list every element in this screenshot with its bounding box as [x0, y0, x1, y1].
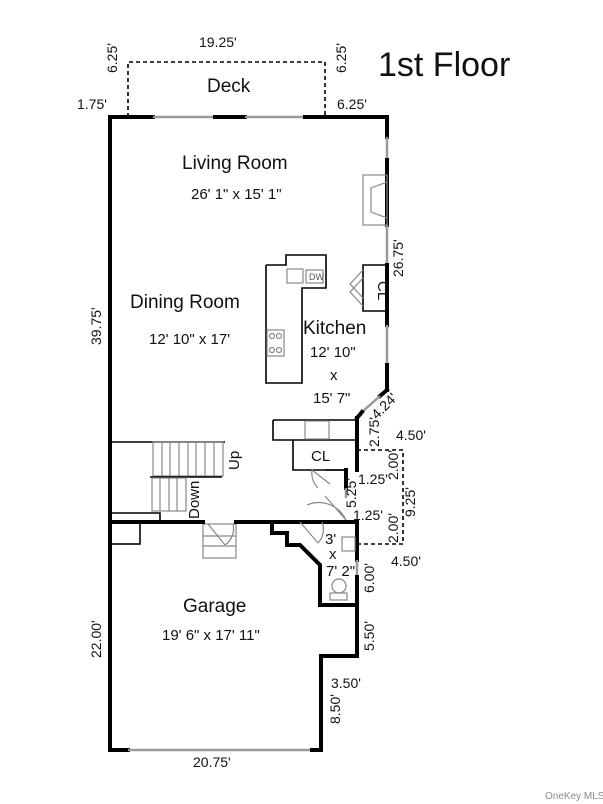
measure-bump-in-b: 1.25' — [353, 507, 383, 523]
floor-title: 1st Floor — [378, 46, 510, 84]
hall-closet-label: CL — [311, 448, 330, 465]
stove-icon — [266, 329, 285, 357]
measure-deck-right-offset: 6.25' — [337, 96, 367, 112]
measure-left-lower: 22.00' — [88, 620, 104, 658]
garage-label: Garage — [183, 596, 246, 617]
stairs-up-label: Up — [226, 451, 243, 470]
measure-bump-bottom: 4.50' — [391, 553, 421, 569]
measure-garage-bottom: 20.75' — [193, 754, 231, 770]
dining-room-dims: 12' 10" x 17' — [149, 331, 230, 348]
kitchen-counter: DW — [265, 254, 327, 384]
living-room-dims: 26' 1" x 15' 1" — [191, 186, 282, 203]
deck-label: Deck — [207, 76, 251, 97]
exterior-walls — [108, 115, 390, 752]
bath-sink-icon — [341, 536, 356, 552]
measure-bath-right: 6.00' — [361, 563, 377, 593]
fireplace — [362, 174, 388, 226]
measure-garage-right-upper: 5.50' — [361, 621, 377, 651]
measure-bump-in-a: 1.25' — [358, 471, 388, 487]
svg-text:DW: DW — [309, 272, 324, 282]
measure-garage-right-lower: 8.50' — [327, 694, 343, 724]
measure-deck-left-offset: 1.75' — [77, 96, 107, 112]
measure-deck-left: 6.25' — [104, 43, 120, 73]
watermark: OneKey MLS — [545, 791, 603, 802]
kitchen-dim-height: 15' 7" — [313, 390, 350, 407]
hall-door — [306, 495, 347, 521]
interior-walls — [108, 520, 359, 607]
measure-garage-step: 3.50' — [331, 675, 361, 691]
half-bath-dim-x: x — [329, 546, 337, 563]
measure-door-wall: 5.25' — [343, 478, 359, 508]
kitchen-dim-x: x — [330, 367, 338, 384]
stairs-down-label: Down — [186, 481, 203, 519]
measure-bump-side-b: 2.00' — [385, 513, 401, 543]
measure-bump-total: 9.25' — [402, 487, 418, 517]
peninsula-counter — [272, 419, 358, 489]
bump-out-outline — [357, 449, 404, 545]
sink-icon — [286, 268, 304, 284]
dining-room-label: Dining Room — [130, 292, 240, 313]
kitchen-closet — [349, 264, 387, 312]
half-bath-dim-height: 7' 2" — [326, 563, 355, 580]
kitchen-closet-label: CL — [374, 281, 391, 300]
dishwasher-icon — [305, 269, 324, 284]
half-bath-dim-width: 3' — [325, 531, 336, 548]
measure-deck-right: 6.25' — [333, 43, 349, 73]
living-room-label: Living Room — [182, 153, 288, 174]
kitchen-label: Kitchen — [303, 318, 366, 339]
staircase — [110, 441, 237, 559]
toilet-icon — [331, 578, 347, 594]
measure-right-upper: 26.75' — [390, 239, 406, 277]
measure-left-upper: 39.75' — [88, 307, 104, 345]
measure-diag-short: 2.75' — [366, 417, 382, 447]
measure-bump-top: 4.50' — [396, 427, 426, 443]
half-bath — [329, 536, 356, 601]
measure-deck-top: 19.25' — [199, 34, 237, 50]
measure-bump-side-a: 2.00' — [385, 450, 401, 480]
kitchen-dim-width: 12' 10" — [310, 344, 356, 361]
garage-dims: 19' 6" x 17' 11" — [162, 627, 260, 644]
